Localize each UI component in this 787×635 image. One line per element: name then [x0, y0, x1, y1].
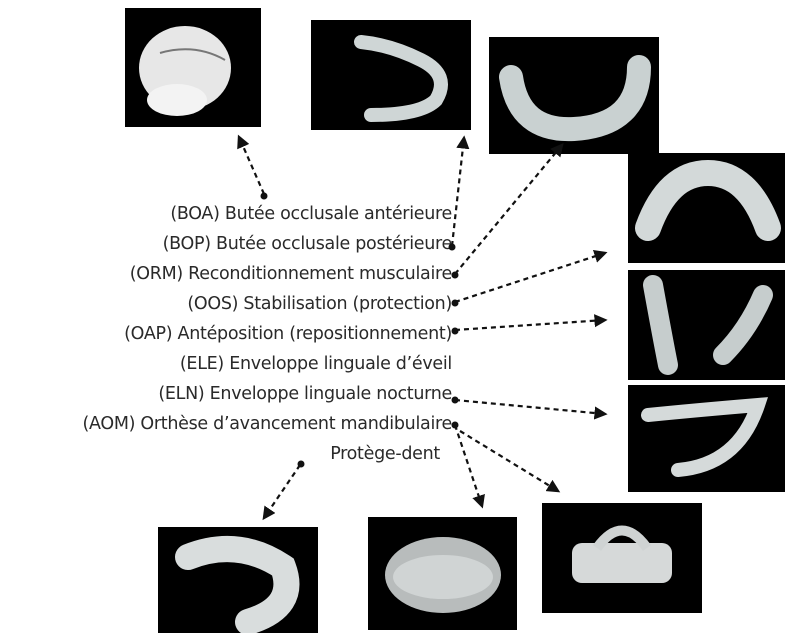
dot-mouthguard [298, 461, 305, 468]
dot-boa [261, 193, 268, 200]
label-oap: (OAP) Antéposition (repositionnement) [124, 323, 452, 345]
dot-eln [452, 397, 459, 404]
label-oos: (OOS) Stabilisation (protection) [187, 293, 452, 315]
oos-device-photo [628, 153, 785, 263]
ele-device-photo [542, 503, 702, 613]
dot-aom [452, 422, 459, 429]
arrow-ele [460, 431, 558, 491]
label-eln: (ELN) Enveloppe linguale nocturne [158, 383, 452, 405]
dot-orm [452, 272, 459, 279]
arrow-oap [455, 320, 605, 330]
arrow-bop [452, 138, 464, 246]
eln-device-photo [628, 385, 785, 492]
label-ele: (ELE) Enveloppe linguale d’éveil [180, 353, 452, 375]
dot-oos [452, 300, 459, 307]
arrow-eln [455, 400, 605, 414]
label-orm: (ORM) Reconditionnement musculaire [130, 263, 452, 285]
label-boa: (BOA) Butée occlusale antérieure [170, 203, 452, 225]
orm-device-photo [489, 37, 659, 154]
mouthguard-photo [158, 527, 318, 633]
boa-device-photo [125, 8, 261, 127]
label-bop: (BOP) Butée occlusale postérieure [163, 233, 452, 255]
label-aom: (AOM) Orthèse d’avancement mandibulaire [82, 413, 452, 435]
dot-oap [452, 328, 459, 335]
oap-device-photo [628, 270, 785, 380]
bop-device-photo [311, 20, 471, 130]
arrow-mouthguard [264, 465, 300, 518]
arrow-orm [455, 145, 562, 274]
arrow-aom [455, 425, 482, 506]
aom-device-photo [368, 517, 517, 630]
label-mouthguard: Protège-dent [330, 443, 440, 465]
arrow-boa [239, 137, 264, 194]
arrow-oos [455, 253, 605, 302]
